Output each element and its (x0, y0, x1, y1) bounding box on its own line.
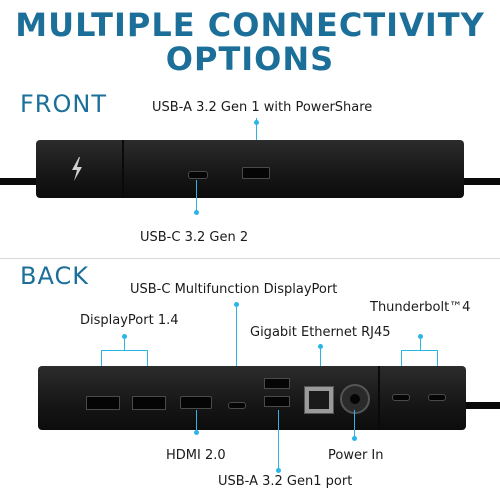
front-usb-a-label: USB-A 3.2 Gen 1 with PowerShare (152, 100, 373, 115)
thunderbolt-callout-left (401, 350, 402, 374)
thunderbolt-callout-dot (418, 334, 423, 339)
front-usb-c-callout-line (196, 180, 197, 214)
displayport-callout-dot (122, 334, 127, 339)
hdmi-port (180, 396, 212, 409)
thunderbolt-callout-right (437, 350, 438, 374)
front-dock-divider (122, 140, 124, 198)
back-power-label: Power In (328, 448, 384, 463)
power-port-inner (350, 394, 360, 404)
usbc-dp-port (228, 402, 246, 409)
front-cable-left (0, 178, 42, 185)
back-displayport-label: DisplayPort 1.4 (80, 313, 179, 328)
back-hdmi-label: HDMI 2.0 (166, 448, 226, 463)
thunderbolt-callout-bar (401, 350, 437, 351)
back-dock-body (38, 366, 466, 430)
displayport-callout-left (101, 350, 102, 374)
back-usb-a-label: USB-A 3.2 Gen1 port (218, 474, 353, 489)
front-usb-a-port (242, 167, 270, 179)
back-dock-divider (378, 366, 380, 430)
ethernet-port (304, 386, 334, 414)
front-cable-right (458, 178, 500, 185)
section-divider (0, 258, 500, 259)
back-usb-a-port-2 (264, 396, 290, 407)
back-section-label: BACK (20, 262, 89, 290)
back-usb-a-callout-line (278, 410, 279, 470)
power-callout-line (354, 410, 355, 438)
ethernet-callout-line (320, 346, 321, 376)
front-usb-c-port (188, 171, 208, 179)
power-port (340, 384, 370, 414)
ethernet-port-inner (309, 391, 329, 409)
thunderbolt-callout-stem (420, 338, 421, 350)
back-usbc-dp-label: USB-C Multifunction DisplayPort (130, 282, 338, 297)
front-usb-c-label: USB-C 3.2 Gen 2 (140, 230, 249, 245)
thunderbolt-port-2 (428, 394, 446, 401)
usbc-dp-callout-line (236, 304, 237, 396)
front-section-label: FRONT (20, 90, 107, 118)
back-cable-right (458, 402, 500, 409)
thunderbolt-port-1 (392, 394, 410, 401)
hdmi-callout-dot (194, 430, 199, 435)
displayport-callout-stem (124, 338, 125, 350)
power-callout-dot (352, 436, 357, 441)
front-usb-c-callout-dot (194, 210, 199, 215)
headline-line-1: MULTIPLE CONNECTIVITY (15, 6, 485, 44)
front-dock-body (36, 140, 464, 198)
displayport-port-2 (132, 396, 166, 410)
back-ethernet-label: Gigabit Ethernet RJ45 (250, 325, 391, 340)
headline-line-2: OPTIONS (165, 40, 335, 78)
displayport-callout-bar (101, 350, 147, 351)
back-usb-a-port-1 (264, 378, 290, 389)
displayport-port-1 (86, 396, 120, 410)
displayport-callout-right (147, 350, 148, 374)
back-thunderbolt-label: Thunderbolt™4 (370, 300, 471, 315)
back-usb-a-callout-dot (276, 468, 281, 473)
front-usb-a-callout-dot (254, 120, 259, 125)
thunderbolt-icon (72, 157, 82, 181)
hdmi-callout-line (196, 410, 197, 432)
